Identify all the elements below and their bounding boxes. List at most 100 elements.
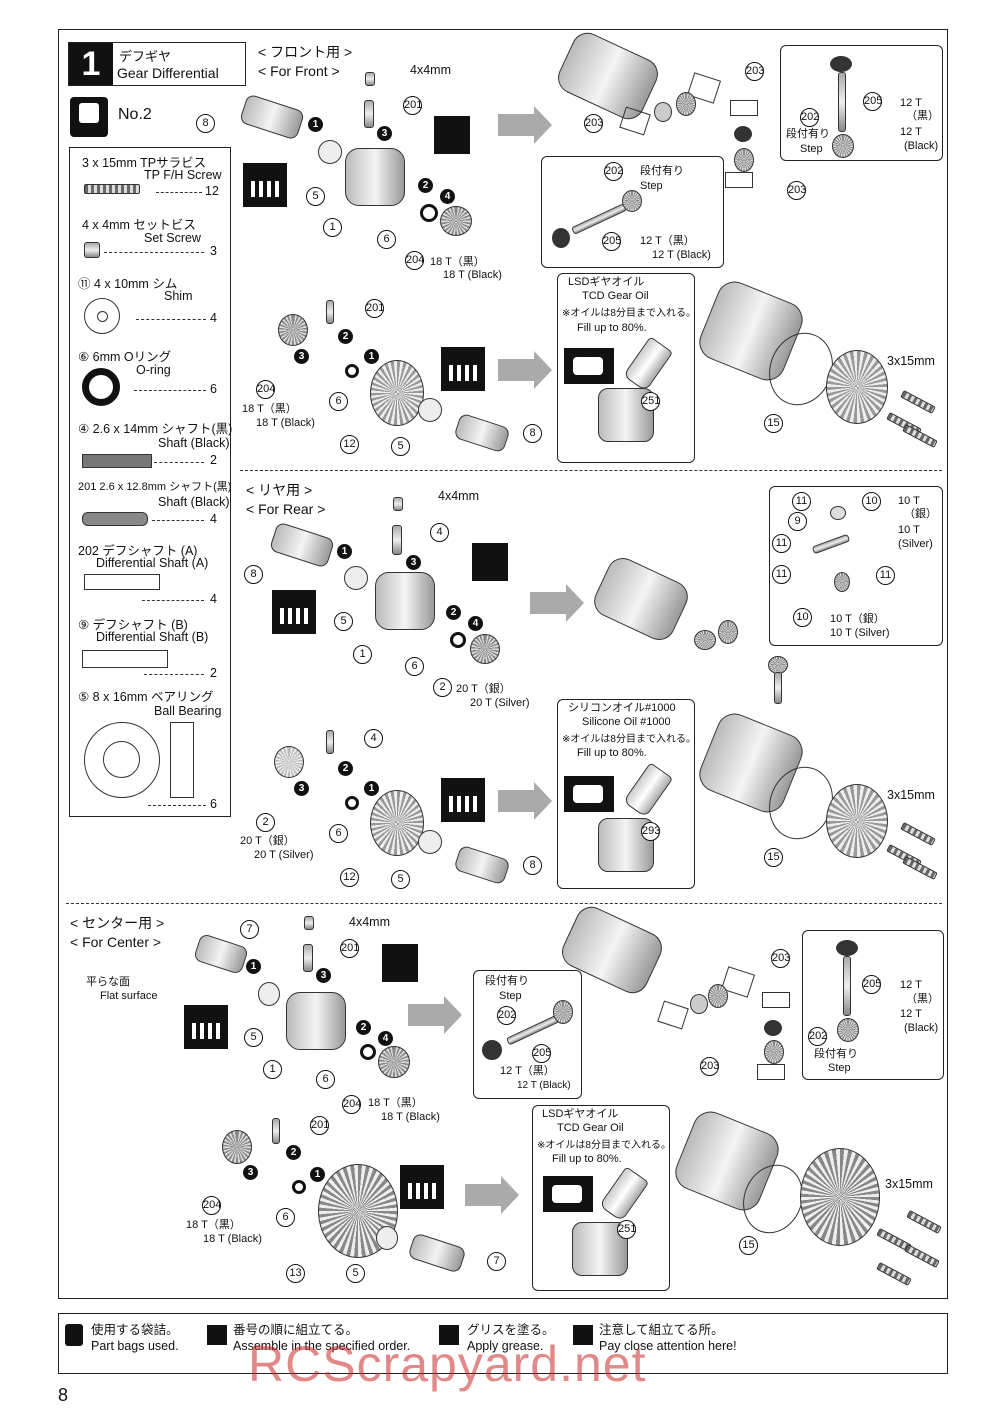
flat-surface-en: Flat surface — [100, 990, 158, 1002]
bearing — [376, 1226, 398, 1250]
washer — [654, 102, 672, 122]
oring — [450, 632, 466, 648]
gear-18t — [278, 314, 308, 346]
screw-size-label: 3x15mm — [887, 788, 935, 802]
gear-10t — [834, 572, 850, 592]
step-number: 1 — [69, 43, 113, 85]
callout-204: 204 — [202, 1196, 221, 1215]
bag-number: No.2 — [118, 106, 152, 123]
shaft-4 — [392, 525, 402, 555]
attention-icon — [564, 348, 614, 384]
shaft-201 — [272, 1118, 280, 1144]
order-1: 1 — [364, 349, 379, 364]
order-4: 4 — [468, 616, 483, 631]
parts-list: 3 x 15mm TPサラビス TP F/H Screw 12 4 x 4mm … — [69, 147, 232, 817]
order-1: 1 — [308, 117, 323, 132]
callout-7: 7 — [240, 920, 259, 939]
step-header: 1 デフギヤ Gear Differential — [68, 42, 246, 86]
gear-12t-label: 12 T — [900, 97, 922, 109]
callout-293: 293 — [641, 822, 660, 841]
gear-12t-label: (Black) — [904, 140, 939, 152]
gear-12t-label: 12 T — [900, 1008, 922, 1020]
callout-5: 5 — [306, 187, 325, 206]
callout-203: 203 — [771, 949, 790, 968]
legend: 使用する袋詰。 Part bags used. 番号の順に組立てる。 Assem… — [58, 1313, 948, 1374]
part-name-jp: 3 x 15mm TPサラビス — [82, 156, 207, 170]
part-name-en: Shaft (Black) — [158, 495, 230, 509]
gear-10t-label-en: 10 T (Silver) — [830, 627, 890, 639]
legend-item: 注意して組立てる所。 Pay close attention here! — [599, 1323, 737, 1353]
gear-10t — [694, 630, 716, 650]
callout-5: 5 — [334, 612, 353, 631]
gear-12t — [837, 1018, 859, 1042]
callout-203: 203 — [584, 114, 603, 133]
part-qty: 6 — [210, 382, 217, 396]
bearing-icon — [84, 722, 160, 798]
step-label-jp: 段付有り — [814, 1048, 858, 1060]
shaft-4 — [326, 730, 334, 754]
callout-201: 201 — [365, 299, 384, 318]
part-name-en: Shim — [164, 289, 193, 303]
grease-icon — [441, 347, 485, 391]
gear-18t-label-jp: 18 T（黒） — [430, 256, 485, 268]
part-name-en: O-ring — [136, 363, 171, 377]
gear-12t — [622, 190, 642, 212]
callout-5: 5 — [391, 437, 410, 456]
order-icon — [472, 543, 508, 581]
part-name-en: Set Screw — [144, 231, 201, 245]
legend-item: グリスを塗る。 Apply grease. — [467, 1323, 555, 1353]
callout-204: 204 — [342, 1095, 361, 1114]
callout-251: 251 — [641, 392, 660, 411]
setscrew-icon — [84, 242, 100, 258]
callout-203: 203 — [745, 62, 764, 81]
grease-icon — [400, 1165, 444, 1209]
callout-15: 15 — [764, 848, 783, 867]
oring — [420, 204, 438, 222]
spacer — [757, 1064, 785, 1080]
callout-205: 205 — [602, 232, 621, 251]
screw-size-label: 3x15mm — [885, 1177, 933, 1191]
part-name-en: Differential Shaft (A) — [96, 556, 209, 570]
callout-11: 11 — [772, 534, 791, 553]
gear-12t — [676, 92, 696, 116]
order-1: 1 — [364, 781, 379, 796]
oil-label-jp: LSDギヤオイル — [542, 1108, 619, 1120]
shim — [830, 506, 846, 520]
part-qty: 2 — [210, 453, 217, 467]
arrow-icon — [498, 351, 552, 389]
callout-10: 10 — [862, 492, 881, 511]
order-2: 2 — [418, 178, 433, 193]
inset-12t-jp: 12 T（黒） — [640, 235, 695, 247]
oring-icon — [82, 368, 120, 406]
callout-6: 6 — [377, 230, 396, 249]
diff-case — [572, 1222, 628, 1276]
order-3: 3 — [377, 126, 392, 141]
bag-icon — [65, 1324, 83, 1346]
order-icon — [207, 1325, 227, 1345]
center-heading-en: < For Center > — [70, 934, 162, 950]
callout-8: 8 — [523, 424, 542, 443]
callout-203: 203 — [787, 181, 806, 200]
grease-icon — [184, 1005, 228, 1049]
gear-12t — [832, 134, 854, 158]
order-4: 4 — [440, 189, 455, 204]
oil-label-en: Silicone Oil #1000 — [582, 716, 671, 728]
step-label-en: Step — [499, 990, 522, 1002]
gear-12t — [552, 228, 570, 248]
diff-case — [375, 572, 435, 630]
gear-10t-label: (Silver) — [898, 538, 933, 550]
gear-18t-label-jp: 18 T（黒） — [242, 403, 297, 415]
gear-20t — [274, 746, 304, 778]
setscrew-label: 4x4mm — [438, 489, 479, 503]
part-name-jp: ⑪ 4 x 10mm シム — [78, 277, 178, 291]
gear-18t — [378, 1046, 410, 1078]
callout-204: 204 — [405, 251, 424, 270]
callout-11: 11 — [772, 565, 791, 584]
order-3: 3 — [243, 1165, 258, 1180]
gear-20t-label-en: 20 T (Silver) — [254, 849, 314, 861]
gear-12t — [734, 126, 752, 142]
oring — [345, 364, 359, 378]
part-name-jp: 201 2.6 x 12.8mm シャフト(黒) — [78, 481, 232, 493]
inset-step-jp: 段付有り — [640, 165, 684, 177]
gear-12t — [553, 1000, 573, 1024]
